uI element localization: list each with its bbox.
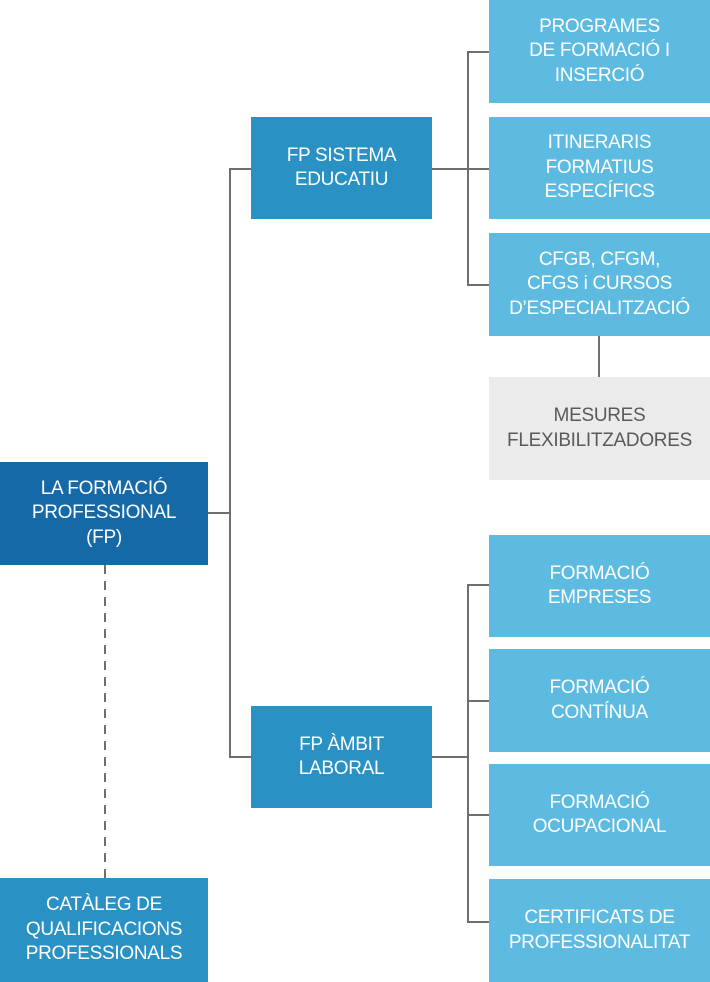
- connector-to-fp-ambit: [229, 756, 251, 758]
- connector-to-programes: [467, 51, 489, 53]
- node-itineraris: ITINERARIS FORMATIUS ESPECÍFICS: [489, 117, 710, 219]
- node-formacio-continua: FORMACIÓ CONTÍNUA: [489, 649, 710, 752]
- node-formacio-empreses-label: FORMACIÓ EMPRESES: [547, 562, 652, 609]
- node-certificats-label: CERTIFICATS DE PROFESSIONALITAT: [508, 907, 691, 953]
- dashed-connector-root-catalog: [104, 565, 106, 878]
- connector-to-continua: [467, 700, 489, 702]
- node-formacio-ocupacional-label: FORMACIÓ OCUPACIONAL: [532, 791, 667, 838]
- node-fp-sistema-educatiu: FP SISTEMA EDUCATIU: [251, 117, 432, 219]
- node-catalog: CATÀLEG DE QUALIFICACIONS PROFESSIONALS: [0, 878, 208, 982]
- node-cfgb: CFGB, CFGM, CFGS i CURSOS D’ESPECIALITZA…: [489, 233, 710, 336]
- node-fp-ambit-laboral: FP ÀMBIT LABORAL: [251, 706, 432, 808]
- connector-ambit-out: [432, 756, 469, 758]
- node-mesures-label: MESURES FLEXIBILITZADORES: [507, 405, 692, 451]
- node-mesures-flexibilitzadores: MESURES FLEXIBILITZADORES: [489, 377, 710, 480]
- node-root-label: LA FORMACIÓ PROFESSIONAL (FP): [31, 477, 177, 548]
- connector-to-cfgb: [467, 284, 489, 286]
- connector-sistema-out: [432, 168, 469, 170]
- connector-root-trunk: [229, 168, 231, 758]
- node-root: LA FORMACIÓ PROFESSIONAL (FP): [0, 462, 208, 565]
- node-formacio-empreses: FORMACIÓ EMPRESES: [489, 535, 710, 637]
- node-catalog-label: CATÀLEG DE QUALIFICACIONS PROFESSIONALS: [25, 894, 183, 965]
- node-programes: PROGRAMES DE FORMACIÓ I INSERCIÓ: [489, 0, 710, 103]
- connector-to-fp-sistema: [229, 168, 251, 170]
- connector-to-certificats: [467, 921, 489, 923]
- node-certificats: CERTIFICATS DE PROFESSIONALITAT: [489, 879, 710, 982]
- node-cfgb-label: CFGB, CFGM, CFGS i CURSOS D’ESPECIALITZA…: [509, 248, 690, 319]
- node-itineraris-label: ITINERARIS FORMATIUS ESPECÍFICS: [544, 132, 655, 203]
- connector-ambit-trunk: [467, 584, 469, 923]
- node-formacio-continua-label: FORMACIÓ CONTÍNUA: [549, 677, 650, 723]
- connector-to-itineraris: [467, 168, 489, 170]
- node-formacio-ocupacional: FORMACIÓ OCUPACIONAL: [489, 764, 710, 866]
- connector-to-empreses: [467, 584, 489, 586]
- connector-root-out: [208, 512, 230, 514]
- connector-to-ocupacional: [467, 814, 489, 816]
- node-fp-ambit-laboral-label: FP ÀMBIT LABORAL: [298, 733, 385, 780]
- connector-cfgb-to-mesures: [598, 336, 600, 377]
- node-programes-label: PROGRAMES DE FORMACIÓ I INSERCIÓ: [529, 15, 670, 86]
- node-fp-sistema-educatiu-label: FP SISTEMA EDUCATIU: [286, 144, 397, 191]
